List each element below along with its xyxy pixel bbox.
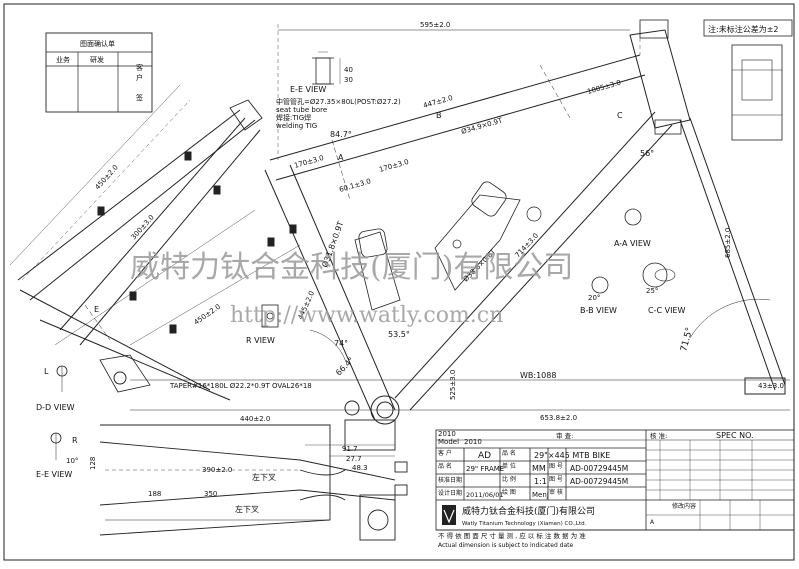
dim-188: 188 [148, 490, 161, 498]
corner-note-box [703, 19, 793, 37]
ee-left-view-label: E-E VIEW [36, 470, 72, 479]
main-frame-view [130, 19, 790, 425]
deg-20: 20° [588, 294, 600, 302]
tb-company-cn: 威特力钛合金科技(厦门)有限公司 [462, 505, 595, 517]
l-marker-label: L [44, 367, 49, 376]
dim-350: 350 [204, 490, 217, 498]
deg-10: 10° [66, 457, 78, 465]
tb-unit-label: 单 位 [502, 462, 516, 470]
ee-note-3: 焊接:TIG焊 [276, 113, 311, 122]
tb-model-no-value: AD-00729445M [570, 464, 628, 473]
ee-view-title: E-E VIEW [290, 85, 326, 94]
dim-5254: 525±3.0 [449, 370, 457, 400]
chainstay-layout-view [99, 419, 408, 541]
cc-view-label: C-C VIEW [648, 306, 685, 315]
tb-row1-label: 客 户 [438, 449, 452, 457]
dim-433: 43±3.0 [758, 382, 784, 390]
tb-footer-en: Actual dimension is subject to indicated… [438, 542, 573, 549]
tb-row3-label: 核准日期 [438, 476, 462, 484]
r-view-detail [261, 304, 279, 328]
tb-company-en: Watly Titanium Technology (Xiamen) CO.,L… [462, 521, 587, 527]
corner-note: 注:未标注公差为±2 [708, 24, 779, 34]
tb-drawing-value: AD-00729445M [570, 477, 628, 486]
tb-check-label: 审 核 [549, 488, 563, 496]
confirm-col-sign: 签 [136, 93, 143, 102]
e-marker-label: E [94, 305, 99, 314]
tb-model-no-label: 图 号 [549, 463, 563, 470]
dim-483: 48.3 [352, 464, 368, 472]
tb-model-label: Model [438, 438, 459, 446]
tb-design-date: 2011/06/01 [466, 491, 503, 499]
ee-note-1: 中管管孔=Ø27.35×80L(POST:Ø27.2) [276, 97, 401, 106]
dim-685: 685±2.0 [724, 228, 732, 258]
a-marker-label: A [338, 153, 344, 162]
ee-dim-40: 40 [344, 66, 353, 74]
tb-drawn-label: 绘 图 [502, 488, 516, 496]
tb-spec-value: 29"×445 MTB BIKE [534, 451, 610, 460]
rear-triangle-view [9, 84, 301, 401]
watermark-company: 威特力钛合金科技(厦门)有限公司 [130, 250, 573, 285]
dim-917: 91.7 [342, 445, 358, 453]
tb-rev-letter: A [650, 519, 655, 526]
tb-row1-name-label: 品 名 [502, 449, 516, 457]
tb-frame-value: 29" FRAME [466, 465, 504, 473]
confirm-col-business: 业务 [56, 55, 70, 64]
tb-spec-no: SPEC NO. [716, 431, 754, 440]
taper-note: TAPER#16*180L Ø22.2*0.9T OVAL26*18 [169, 382, 312, 390]
tb-unit-value: MM [532, 464, 546, 473]
tb-drawing-label: 图 号 [549, 476, 563, 483]
tb-revision-label: 修改内容 [672, 502, 696, 510]
angle-74: 74° [334, 339, 348, 348]
tb-ratio-label: 比 例 [502, 475, 516, 483]
angle-847: 84.7° [330, 130, 352, 139]
confirm-col-customer-2: 户 [136, 73, 143, 82]
angle-56: 56° [640, 149, 654, 158]
confirm-box-title: 图面确认单 [80, 39, 115, 48]
confirm-box: 图面确认单 业务 研发 客 户 签 [45, 32, 153, 113]
tb-row2-label: 品 名 [438, 462, 452, 470]
confirm-col-rd: 研发 [90, 55, 104, 64]
tb-row4-label: 设计日期 [438, 489, 462, 497]
tb-customer-value: AD [478, 451, 491, 461]
r-marker-label: R [72, 436, 78, 445]
dim-6538: 653.8±2.0 [540, 414, 577, 422]
title-block [435, 429, 795, 531]
ee-note-2: seat tube bore [276, 106, 327, 114]
r-view-label: R VIEW [246, 336, 275, 345]
tb-model-year-2: 2010 [464, 438, 482, 446]
tb-ratio-value: 1:1 [534, 477, 547, 486]
ee-note-4: welding TIG [276, 122, 317, 130]
tb-model-year: 2010 [438, 430, 456, 438]
tb-check-approve-label: 核 准: [650, 431, 667, 440]
dim-128: 128 [89, 457, 97, 470]
dim-440: 440±2.0 [240, 415, 270, 423]
bb-view-label: B-B VIEW [580, 306, 617, 315]
tb-approve-label: 审 查: [556, 431, 573, 440]
section-markers [50, 365, 68, 460]
c-marker-label: C [617, 111, 623, 120]
dim-390: 390±2.0 [202, 466, 232, 474]
ee-dim-30: 30 [344, 76, 353, 84]
left-down-label: 左下叉 [252, 472, 276, 482]
sheet-border [3, 3, 795, 561]
ee-view-detail [312, 51, 341, 85]
b-marker-label: B [436, 111, 442, 120]
dd-view-label: D-D VIEW [36, 403, 75, 412]
tb-drawn-value: MenJ [532, 491, 549, 499]
dim-277: 27.7 [346, 455, 362, 463]
dim-wheelbase: WB:1088 [520, 371, 556, 380]
tb-footer-cn: 不 得 依 图 面 尺 寸 量 测 , 应 以 标 注 数 据 为 准 [438, 531, 586, 540]
deg-25: 25° [646, 287, 658, 295]
dim-595: 595±2.0 [420, 21, 450, 29]
aa-view-label: A-A VIEW [614, 239, 651, 248]
left-down-label-2: 左下叉 [235, 504, 259, 514]
watermark-url: http://www.watly.com.cn [230, 303, 503, 328]
angle-537: 53.5° [388, 330, 410, 339]
confirm-col-customer-1: 客 [136, 63, 143, 72]
